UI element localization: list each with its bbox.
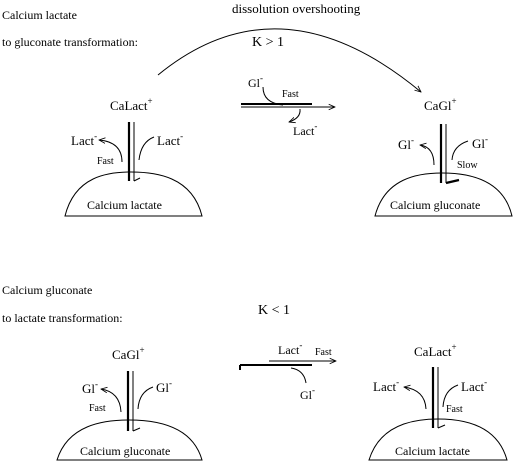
top-left-ion-left: Lact- (71, 131, 97, 148)
bottom-left-solid-label: Calcium gluconate (80, 444, 170, 458)
top-exchange-ion-top: Gl- (248, 73, 263, 90)
top-heading-line2: to gluconate transformation: (2, 35, 138, 49)
bottom-heading-line1: Calcium gluconate (2, 283, 92, 297)
bottom-heading-line2: to lactate transformation: (2, 311, 123, 325)
bottom-exchange-ion-bottom: Gl- (300, 385, 315, 402)
top-heading-line1: Calcium lactate (2, 8, 77, 22)
bottom-right-release-arrow (404, 387, 427, 410)
bottom-right-ion-left: Lact- (373, 377, 399, 394)
bottom-left-release-arrow (101, 389, 122, 413)
bottom-k-label: K < 1 (258, 303, 290, 318)
top-right-release-arrow (420, 145, 435, 166)
top-left-bond-tick (133, 177, 141, 182)
bottom-left-complex: CaGl+ (112, 345, 145, 362)
bottom-left-solid-mound (56, 419, 203, 461)
top-exchange-ion-bottom: Lact- (293, 121, 317, 138)
bottom-right-approach-curve (442, 384, 459, 408)
top-right-complex: CaGl+ (424, 96, 457, 113)
dissolution-overshooting-arc (157, 28, 421, 92)
top-left-approach-curve (138, 136, 155, 161)
bottom-right-ion-right: Lact- (461, 377, 487, 394)
top-right-ion-left: Gl- (398, 135, 414, 152)
top-right-ion-right: Gl- (472, 134, 488, 151)
bottom-left-ion-left: Gl- (82, 379, 98, 396)
bottom-exchange-ion-top: Lact- (278, 340, 302, 357)
top-exchange-incoming-curve (262, 86, 284, 106)
top-left-ion-right: Lact- (157, 131, 183, 148)
bottom-left-ion-right: Gl- (156, 378, 172, 395)
bottom-left-bond-tick (132, 427, 141, 432)
top-right-bond-tick (445, 178, 460, 185)
bottom-right-bond-tick (437, 424, 446, 429)
bottom-right-speed: Fast (446, 404, 463, 415)
top-exchange-release-arrow (289, 108, 301, 122)
top-exchange-speed: Fast (282, 89, 299, 100)
top-right-solid-label: Calcium gluconate (390, 198, 480, 212)
bottom-left-approach-curve (137, 386, 154, 410)
top-right-solid-mound (374, 172, 513, 217)
top-left-solid-mound (64, 171, 203, 217)
bottom-exchange-speed: Fast (315, 347, 332, 358)
bottom-right-solid-label: Calcium lactate (395, 444, 470, 458)
top-left-complex: CaLact+ (110, 96, 153, 113)
top-right-speed: Slow (457, 160, 478, 171)
bottom-right-complex: CaLact+ (414, 342, 457, 359)
top-left-release-arrow (99, 140, 123, 163)
bottom-right-solid-mound (368, 418, 508, 461)
top-left-speed: Fast (97, 156, 114, 167)
bottom-left-speed: Fast (89, 403, 106, 414)
top-k-label: K > 1 (252, 35, 284, 50)
arc-label: dissolution overshooting (232, 1, 361, 16)
bottom-exchange-leaving-curve (290, 367, 307, 384)
top-right-approach-curve (451, 140, 469, 161)
top-left-solid-label: Calcium lactate (87, 198, 162, 212)
